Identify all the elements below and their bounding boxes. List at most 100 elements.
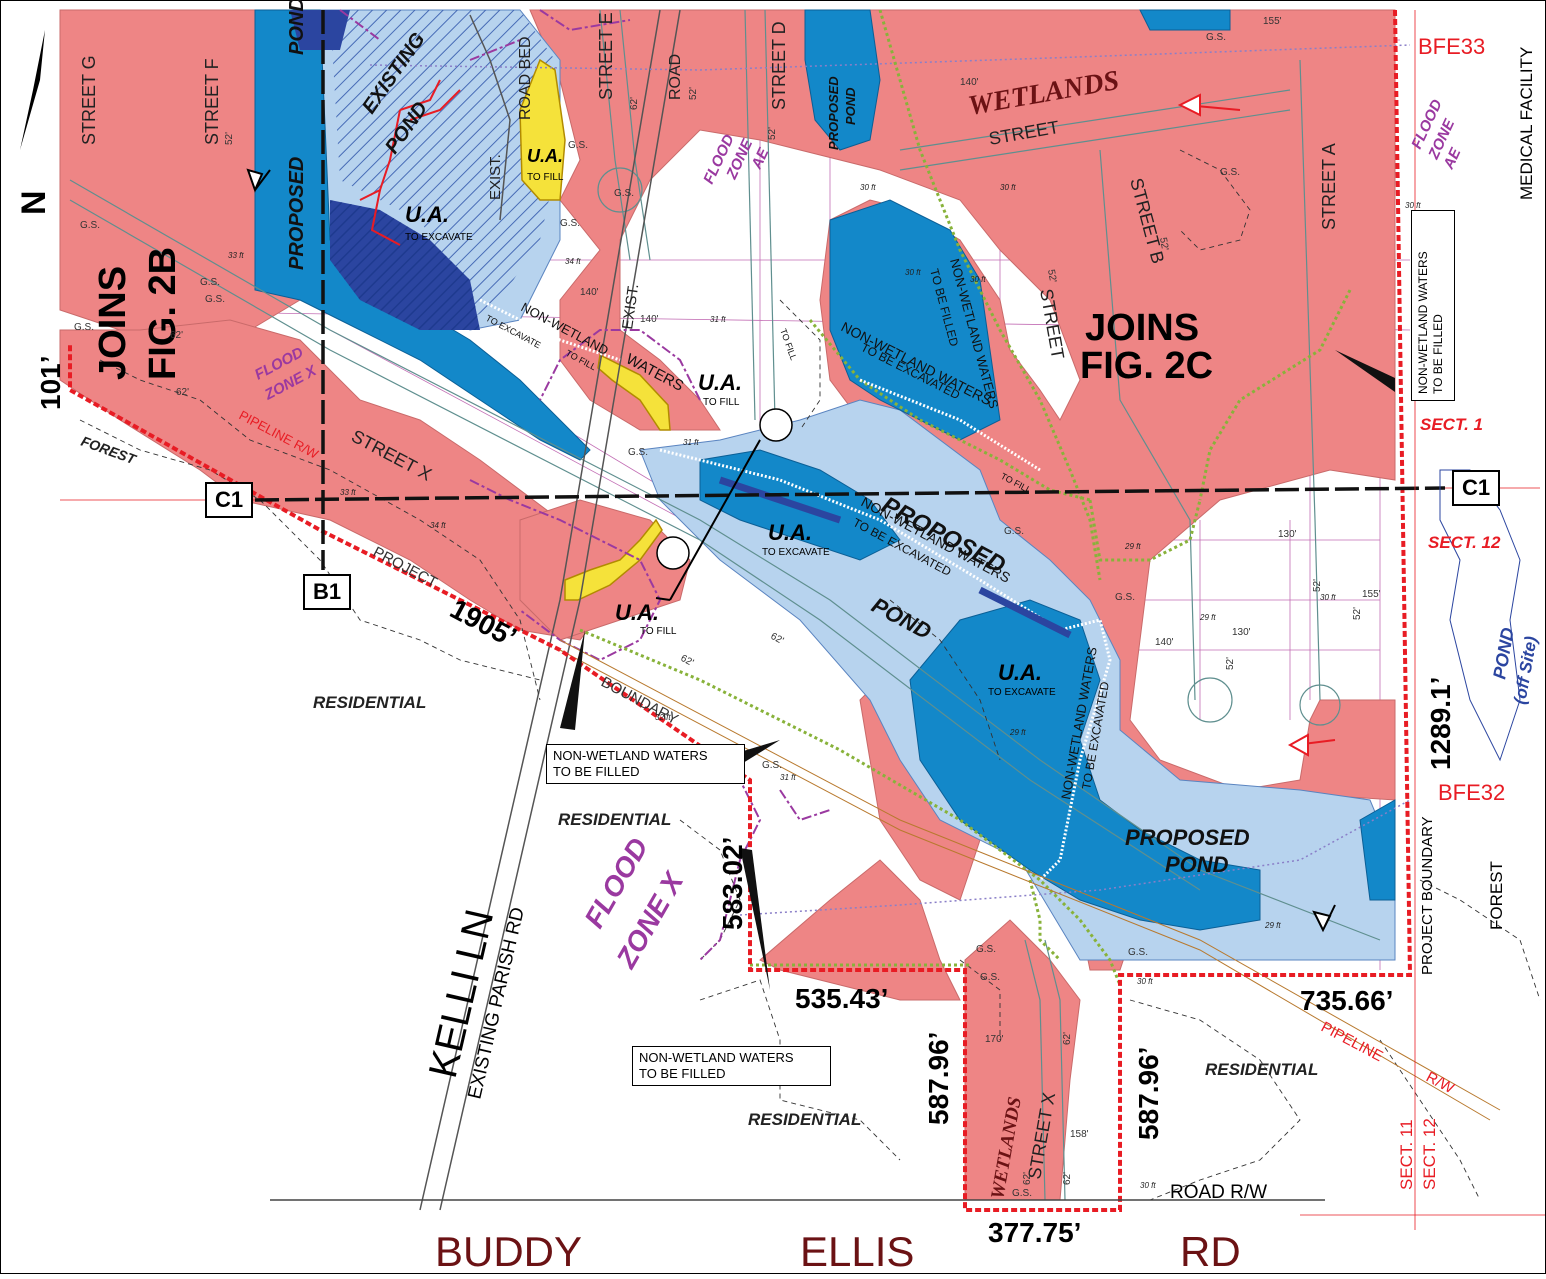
lot-dim: 155' [1263, 16, 1282, 27]
joins-fig2c-line2: FIG. 2C [1080, 345, 1213, 387]
gs-label: G.S. [976, 944, 996, 955]
street-a-label: STREET A [1319, 143, 1339, 230]
gs-label: G.S. [1012, 1188, 1032, 1199]
lot-dim: 62' [1062, 1172, 1073, 1185]
proposed-lower2: POND [1165, 852, 1229, 877]
contour-label: 30 ft [970, 275, 986, 284]
gs-label: G.S. [1128, 947, 1148, 958]
gs-label: G.S. [614, 188, 634, 199]
contour-label: 30 ft [1320, 593, 1336, 602]
north-arrow-label: N [15, 190, 53, 215]
rd-label: RD [1180, 1228, 1241, 1274]
lot-dim: 52' [1157, 237, 1170, 252]
callout-line2: TO BE FILLED [553, 764, 640, 779]
gs-label: G.S. [1220, 167, 1240, 178]
sect1-label: SECT. 1 [1420, 415, 1483, 434]
dim-587a: 587.96’ [923, 1032, 954, 1125]
callout-line1: NON-WETLAND WATERS [553, 748, 708, 763]
section-tag-c1-right: C1 [1452, 470, 1501, 506]
contour-label: 33 ft [228, 251, 244, 260]
lot-dim: 52' [224, 132, 235, 145]
gs-label: G.S. [568, 140, 588, 151]
ua-4: U.A. [768, 520, 812, 545]
proposed-top1: PROPOSED [826, 76, 841, 150]
dimension-labels: 101’ 1905’ 583.02’ 535.43’ 587.96’ 587.9… [35, 356, 1456, 1249]
flow-arrowheads [1177, 93, 1309, 757]
project-boundary [68, 9, 1413, 1212]
lot-dim: 130' [1232, 627, 1251, 638]
lot-dim: 62' [170, 330, 183, 341]
ua-5-sub: TO FILL [640, 626, 677, 637]
section-point-marker [759, 408, 793, 442]
gs-label: G.S. [1206, 32, 1226, 43]
contour-label: 33 ft [340, 488, 356, 497]
ua-5: U.A. [615, 600, 659, 625]
north-arrow: N [15, 30, 53, 215]
contour-label: 30 ft [1140, 1181, 1156, 1190]
bfe-lines [369, 44, 1411, 916]
medical-facility: MEDICAL FACILITY [1517, 47, 1536, 200]
drainage-arrows [246, 168, 1336, 933]
joins-fig2b-line2: FIG. 2B [142, 247, 184, 380]
lot-dim: 130' [1278, 529, 1297, 540]
contour-label: 31 ft [780, 773, 796, 782]
lot-dim: 155' [1362, 589, 1381, 600]
contour-label: 29 ft [1124, 542, 1141, 551]
bfe33-label: BFE33 [1418, 34, 1485, 59]
contour-label: 29 ft [1009, 728, 1026, 737]
ua-6-sub: TO EXCAVATE [988, 687, 1056, 698]
street-lines [69, 9, 1381, 1201]
contour-label: 30 ft [905, 268, 921, 277]
contour-label: 32 ft [655, 713, 671, 722]
callout-vertical-text: NON-WETLAND WATERS TO BE FILLED [1416, 209, 1446, 394]
section-tag-c1-left: C1 [205, 482, 254, 518]
residential-2: RESIDENTIAL [558, 810, 671, 829]
lot-dim: 140' [580, 287, 599, 298]
dim-735: 735.66’ [1300, 985, 1393, 1016]
sect11-bottom-label: SECT. 11 [1397, 1119, 1416, 1190]
callout-nonwetland-filled-3: NON-WETLAND WATERS TO BE FILLED [1411, 210, 1455, 401]
lot-dim: 52' [1045, 269, 1058, 284]
ua-3: U.A. [698, 370, 742, 395]
callout-nonwetland-filled-2: NON-WETLAND WATERS TO BE FILLED [632, 1046, 831, 1086]
ua-6: U.A. [998, 660, 1042, 685]
section-lines [254, 10, 1446, 570]
sect12-bottom-label: SECT. 12 [1420, 1118, 1439, 1190]
lot-dim: 62' [679, 653, 696, 669]
lot-dim: 62' [176, 387, 189, 398]
gs-label: G.S. [80, 220, 100, 231]
lot-dim: 62' [629, 97, 640, 110]
ua-yellow-areas [519, 58, 671, 601]
contour-label: 31 ft [710, 315, 726, 324]
excavation-channel [978, 586, 1072, 639]
gs-label: G.S. [1115, 592, 1135, 603]
flow-arrows [359, 79, 1336, 746]
callout-line2: TO BE FILLED [1431, 314, 1445, 394]
gs-label: G.S. [205, 294, 225, 305]
pond-v-label: POND [286, 0, 308, 55]
callout-line1: NON-WETLAND WATERS [1416, 251, 1430, 394]
gs-label: G.S. [200, 277, 220, 288]
section-tag-b1: B1 [303, 574, 352, 610]
gs-labels: G.S. G.S. G.S. G.S. G.S. G.S. G.S. G.S. … [74, 32, 1240, 1199]
gs-label: G.S. [74, 322, 94, 333]
lot-dim: 140' [960, 77, 979, 88]
bfe-section-labels: BFE33 BFE32 SECT. 1 SECT. 12 SECT. 11 SE… [1397, 34, 1505, 1190]
road-label: ROAD [667, 54, 684, 100]
existing-pond-hatched [290, 10, 560, 330]
excavated-waters-lines [479, 298, 1112, 882]
project-boundary-label: PROJECT BOUNDARY [1419, 816, 1436, 975]
bfe32-label: BFE32 [1438, 780, 1505, 805]
proposed-pond-dark [254, 9, 1396, 931]
non-wetland-dotted-lines [579, 9, 1352, 986]
dim-583: 583.02’ [717, 837, 748, 930]
callout-line1: NON-WETLAND WATERS [639, 1050, 794, 1065]
lot-dim: 140' [1155, 637, 1174, 648]
road-bed-label: ROAD BED [517, 36, 534, 120]
ua-1-sub: TO EXCAVATE [405, 232, 473, 243]
gs-label: G.S. [1004, 526, 1024, 537]
joins-labels: JOINS FIG. 2B JOINS FIG. 2C [92, 247, 1213, 387]
gs-label: G.S. [980, 972, 1000, 983]
